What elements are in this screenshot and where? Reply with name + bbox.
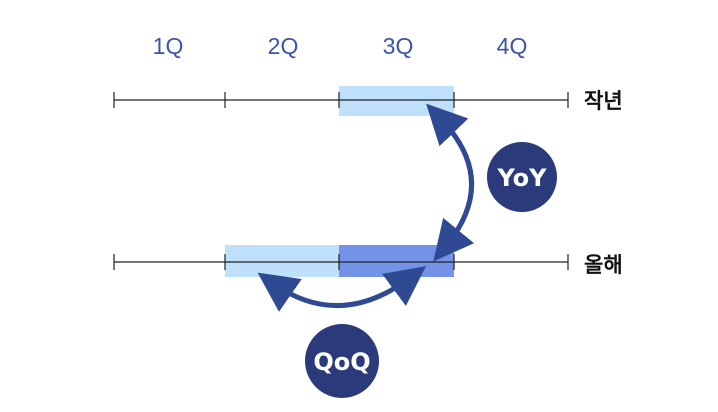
- qoq-badge-text: QoQ: [313, 348, 370, 376]
- this-year-2q-block: [225, 245, 339, 277]
- quarter-label-2q: 2Q: [268, 33, 299, 59]
- qoq-badge: QoQ: [305, 324, 379, 398]
- yoy-badge-circle: [487, 142, 557, 212]
- yoy-badge: YoY: [487, 142, 557, 212]
- qoq-arrow: [257, 266, 427, 312]
- yoy-arrow: [426, 103, 475, 262]
- quarter-label-3q: 3Q: [383, 33, 414, 59]
- yoy-badge-text: YoY: [496, 164, 547, 192]
- this-year-row: 올해: [113, 245, 623, 277]
- last-year-3q-block: [339, 86, 454, 116]
- last-year-label: 작년: [584, 89, 623, 113]
- last-year-row: 작년: [113, 86, 623, 116]
- quarter-label-1q: 1Q: [153, 33, 184, 59]
- this-year-label: 올해: [584, 253, 623, 277]
- quarter-label-4q: 4Q: [497, 33, 528, 59]
- qoq-badge-circle: [305, 324, 379, 398]
- this-year-3q-block: [339, 245, 454, 277]
